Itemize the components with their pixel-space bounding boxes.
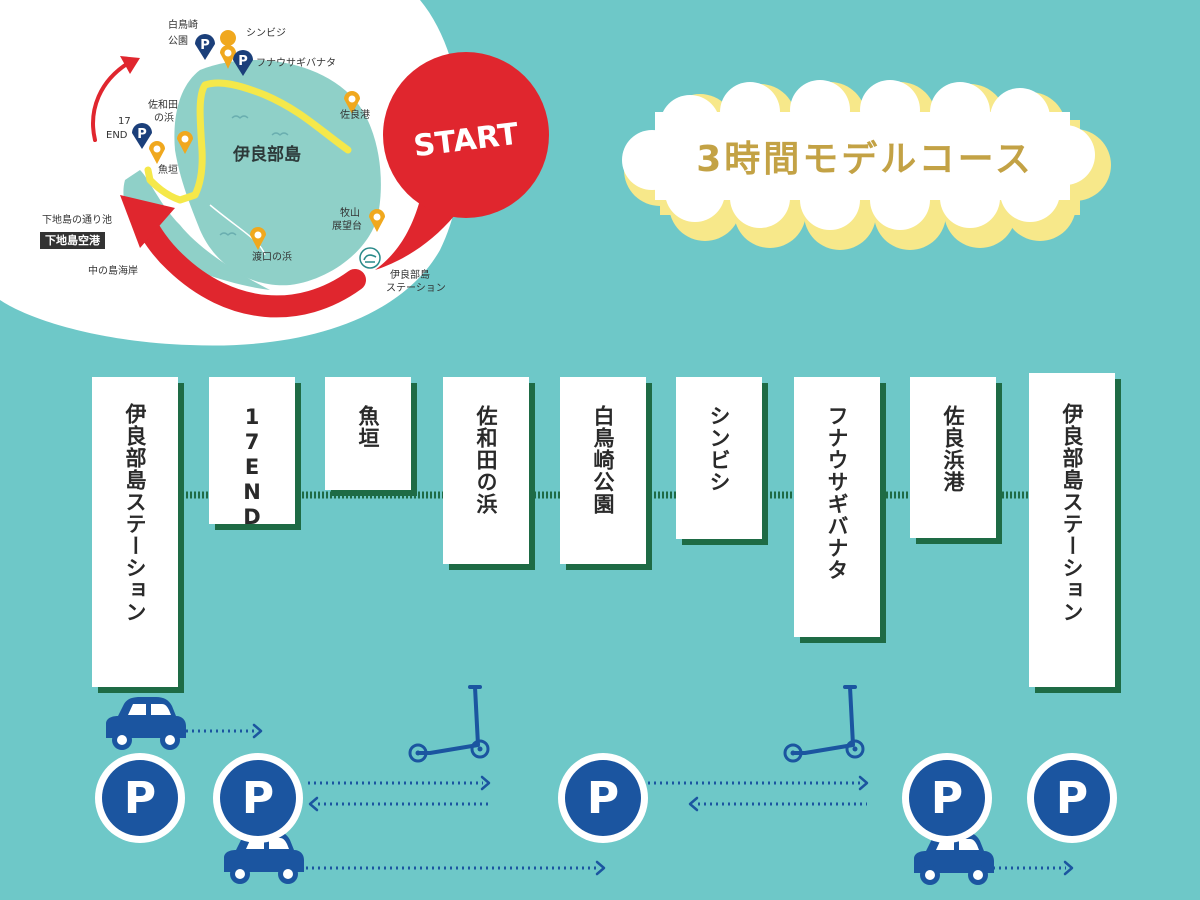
- parking-icon: P: [902, 753, 992, 843]
- stop-name: 17END: [240, 405, 264, 530]
- stop-card: [794, 377, 886, 643]
- map-pins: [149, 29, 385, 250]
- parking-icon: P: [558, 753, 648, 843]
- bird-icon: [219, 232, 237, 236]
- pin-icon: [250, 227, 266, 250]
- map-label-makiyama: 牧山: [340, 208, 360, 219]
- arrowhead: [688, 796, 699, 812]
- map-label-funausagi: フナウサギバナタ: [256, 58, 336, 69]
- stop-card: [209, 377, 301, 530]
- arrowhead: [1063, 860, 1074, 876]
- map-label-sarahama: 佐良港: [340, 110, 370, 121]
- map-label-sawada-beach: の浜: [154, 113, 174, 124]
- svg-text:P: P: [238, 54, 248, 69]
- map-area: P P P: [0, 0, 549, 346]
- station-icon: [359, 247, 381, 269]
- stop-card: [1029, 373, 1121, 693]
- pin-icon: [177, 131, 193, 154]
- big-red-arrowhead: [120, 195, 175, 248]
- scooter-icon: [783, 685, 865, 763]
- map-label-17end-a: 17: [118, 116, 131, 127]
- map-label-uogaki: 魚垣: [158, 165, 178, 176]
- stop-name: フナウサギバナタ: [825, 405, 849, 581]
- svg-text:P: P: [242, 773, 274, 824]
- parking-pin-icon: P: [132, 123, 152, 149]
- stop-card: [676, 377, 768, 545]
- map-label-makiyama-view: 展望台: [332, 221, 362, 232]
- island-route: [144, 79, 352, 204]
- parking-pin-icon: P: [233, 50, 253, 76]
- arrowhead: [252, 723, 263, 739]
- big-red-arrow: [134, 211, 366, 318]
- parking-icon: P: [1027, 753, 1117, 843]
- stop-card-backgrounds: [92, 373, 1121, 693]
- car-icon: [106, 697, 186, 750]
- map-label-irabu: 伊良部島: [233, 145, 301, 165]
- map-label-station: 伊良部島: [390, 270, 430, 281]
- svg-text:P: P: [124, 773, 156, 824]
- pin-icon: [149, 141, 165, 164]
- irabu-island: [174, 60, 381, 286]
- pin-icon: [369, 209, 385, 232]
- stop-name: 佐良浜港: [941, 405, 965, 493]
- stop-name: 伊良部島ステーション: [123, 403, 147, 623]
- start-bubble-tail: [375, 200, 455, 270]
- map-parking-pins: P P P: [132, 34, 253, 149]
- scooter-icon: [408, 685, 490, 763]
- svg-text:P: P: [587, 773, 619, 824]
- stop-card: [92, 377, 184, 693]
- map-label-shirasaki: 白鳥崎: [168, 20, 198, 31]
- pin-icon: [220, 45, 236, 68]
- stop-name: シンビシ: [707, 405, 731, 493]
- arrowhead: [858, 775, 869, 791]
- small-red-arrow: [91, 60, 132, 142]
- transport-diagram: P P P P P: [95, 685, 1117, 885]
- channel-line: [209, 204, 266, 256]
- parking-pin-icon: P: [195, 34, 215, 60]
- page-title: 3時間モデルコース: [696, 139, 1034, 180]
- svg-text:P: P: [1056, 773, 1088, 824]
- svg-text:P: P: [137, 127, 147, 142]
- stop-card: [910, 377, 1002, 544]
- map-label-nakanoshima: 中の島海岸: [88, 266, 138, 277]
- stop-name: 白鳥崎公園: [591, 405, 615, 515]
- bird-icon: [231, 115, 249, 119]
- stop-card: [325, 377, 417, 496]
- pin-icon: [344, 91, 360, 114]
- map-label-sawada: 佐和田: [148, 100, 178, 111]
- map-label-shirasaki-park: 公園: [168, 36, 188, 47]
- svg-text:P: P: [931, 773, 963, 824]
- stop-card: [443, 377, 535, 570]
- title-cloud: [622, 80, 1111, 250]
- start-bubble: [383, 52, 549, 218]
- arrowhead: [308, 796, 319, 812]
- parking-icon: P: [95, 753, 185, 843]
- small-red-arrowhead: [120, 56, 140, 74]
- bird-icon: [271, 132, 289, 136]
- svg-text:P: P: [200, 38, 210, 53]
- arrowhead: [595, 860, 606, 876]
- map-label-station-2: ステーション: [386, 283, 446, 294]
- map-label-airport: 下地島空港: [40, 232, 105, 249]
- map-label-toguchi: 渡口の浜: [252, 252, 292, 263]
- map-label-toriike: 下地島の通り池: [42, 215, 112, 226]
- stop-name: 佐和田の浜: [474, 405, 498, 515]
- parking-icon: P: [213, 753, 303, 843]
- stop-name: 魚垣: [356, 405, 380, 449]
- map-label-17end-b: END: [106, 130, 128, 141]
- stop-name: 伊良部島ステーション: [1060, 403, 1084, 623]
- stop-card: [560, 377, 652, 570]
- arrowhead: [480, 775, 491, 791]
- map-label-shinbiji: シンビジ: [246, 28, 286, 39]
- shimoji-island: [123, 170, 271, 290]
